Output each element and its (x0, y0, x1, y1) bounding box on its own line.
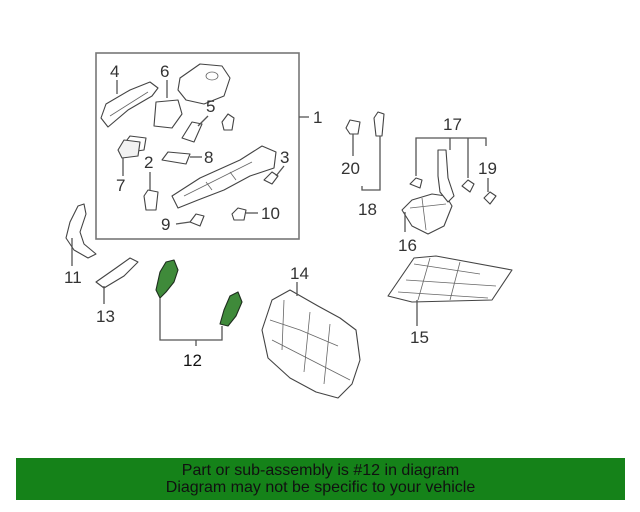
part-4[interactable] (100, 81, 159, 128)
callout-4: 4 (110, 62, 119, 81)
callout-9: 9 (161, 215, 170, 234)
callout-2: 2 (144, 153, 153, 172)
part-14[interactable] (261, 289, 361, 399)
part-12-right[interactable] (219, 291, 243, 327)
callout-8: 8 (204, 148, 213, 167)
info-banner: Part or sub-assembly is #12 in diagram D… (16, 458, 625, 500)
part-9[interactable] (189, 213, 205, 227)
part-19[interactable] (483, 191, 497, 205)
frame-member[interactable] (171, 145, 277, 209)
part-8[interactable] (161, 151, 191, 165)
part-18[interactable] (373, 111, 385, 137)
callout-6: 6 (160, 62, 169, 81)
callout-14: 14 (290, 264, 309, 283)
banner-line-2: Diagram may not be specific to your vehi… (165, 479, 476, 496)
callout-16: 16 (398, 236, 417, 255)
part-16[interactable] (401, 193, 453, 235)
part-13[interactable] (95, 257, 139, 289)
part-3[interactable] (263, 171, 279, 185)
callout-20: 20 (341, 159, 360, 178)
callout-11: 11 (64, 268, 82, 287)
callout-5: 5 (206, 97, 215, 116)
callout-15: 15 (410, 328, 429, 347)
callout-17: 17 (443, 115, 462, 134)
callout-12: 12 (183, 351, 202, 370)
callout-3: 3 (280, 148, 289, 167)
part-7[interactable] (117, 139, 141, 159)
part-12-left[interactable] (155, 259, 179, 299)
part-2[interactable] (143, 189, 159, 211)
callout-10: 10 (261, 204, 280, 223)
callout-19: 19 (478, 159, 497, 178)
banner-line-1: Part or sub-assembly is #12 in diagram (181, 462, 460, 479)
part-20[interactable] (345, 119, 361, 135)
callout-7: 7 (116, 176, 125, 195)
callout-13: 13 (96, 307, 115, 326)
part-10[interactable] (231, 207, 247, 221)
part-5[interactable] (181, 113, 235, 143)
part-17[interactable] (409, 149, 475, 203)
part-11[interactable] (65, 203, 97, 259)
part-15[interactable] (387, 255, 513, 303)
callout-18: 18 (358, 200, 377, 219)
callout-1: 1 (313, 108, 322, 127)
assembly-box-1 (95, 52, 300, 240)
